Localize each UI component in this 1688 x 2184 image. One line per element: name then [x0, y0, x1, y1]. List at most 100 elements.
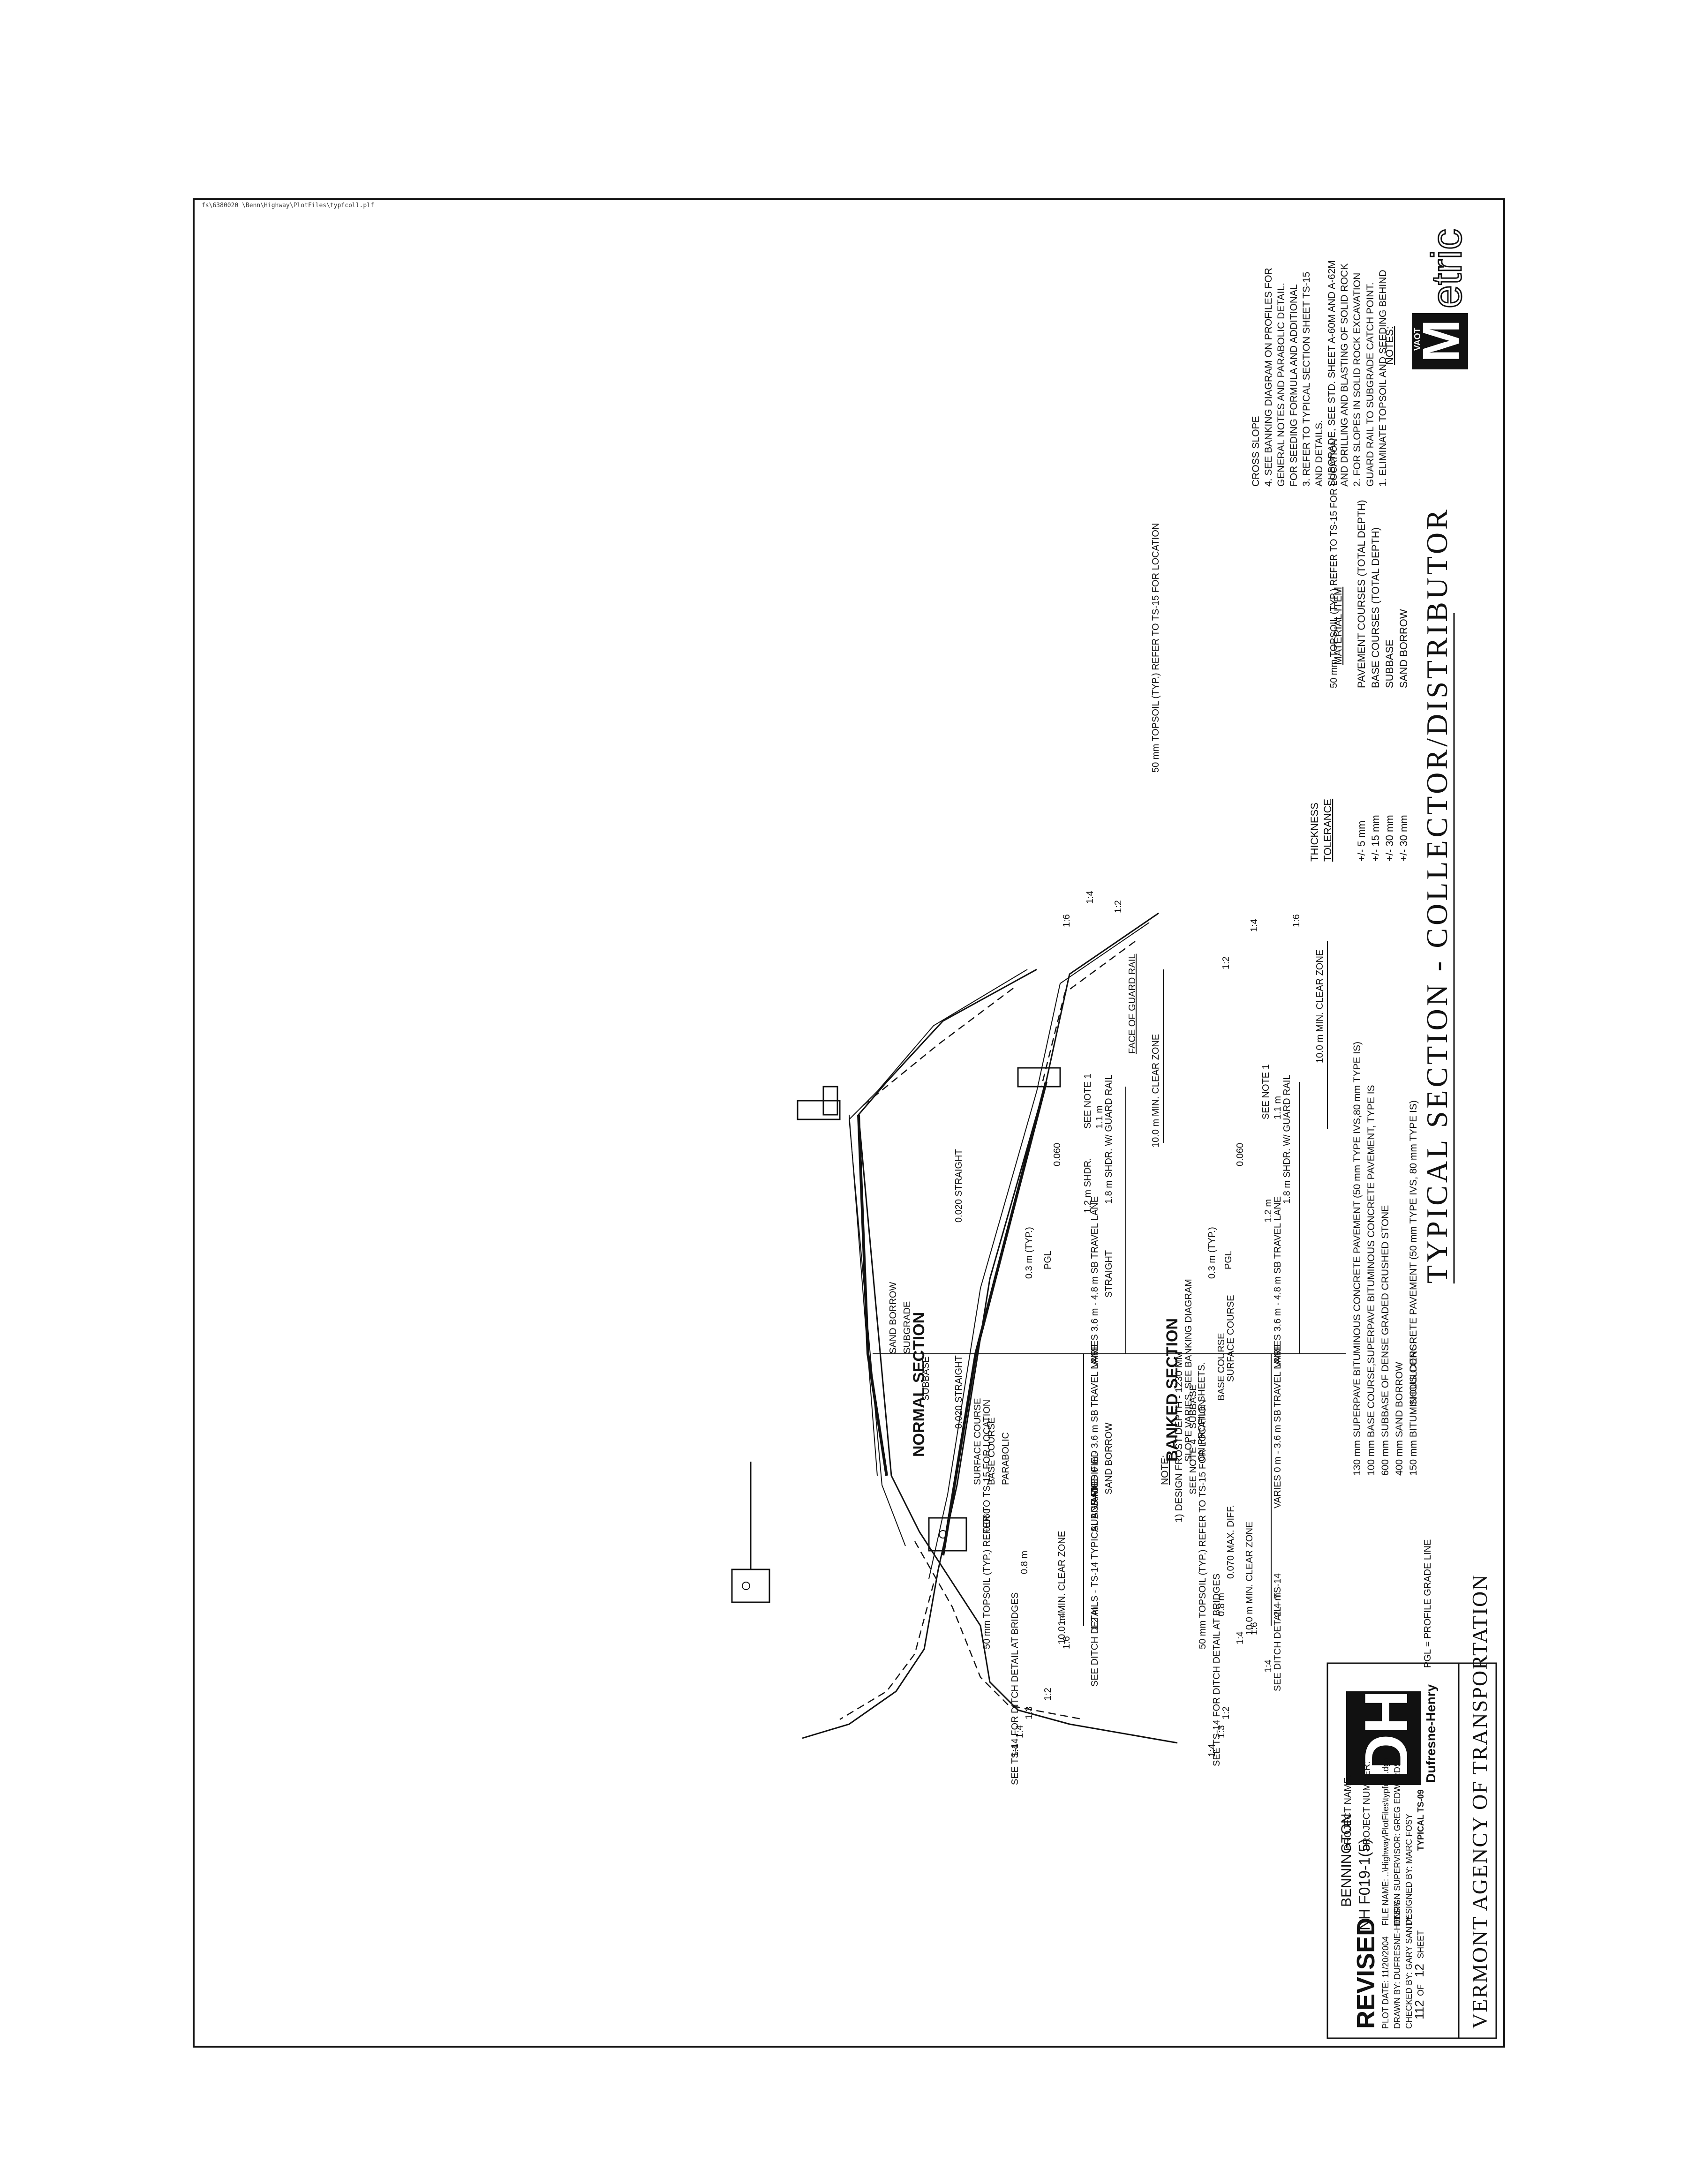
- banked-ditch: SEE DITCH DETAIL - TS-14: [1273, 1573, 1283, 1691]
- normal-lane-sb1: VARIES 3.6 m - 4.8 m SB TRAVEL LANE: [1090, 1196, 1100, 1368]
- banked-right-post: [928, 1517, 967, 1552]
- normal-shdr-12: 1.2 m SHDR.: [1083, 1158, 1093, 1213]
- banked-surface: SURFACE COURSE: [1226, 1295, 1236, 1382]
- pavement-row: 130 mm SUPERPAVE BITUMINOUS CONCRETE PAV…: [1352, 1042, 1363, 1476]
- banked-see-ts14: SEE TS-14 FOR DITCH DETAIL AT BRIDGES: [1212, 1574, 1222, 1766]
- normal-slope-060-left: 0.060: [1052, 1143, 1063, 1166]
- normal-sand: SAND BORROW: [888, 1282, 898, 1354]
- normal-see-note-1: SEE NOTE 1: [1083, 1073, 1093, 1129]
- metric-logo-word: etric: [1424, 229, 1470, 308]
- title-block-border: [1326, 1662, 1497, 2039]
- metric-logo: M VAOT etric: [1412, 228, 1471, 369]
- notes-line: 1. ELIMINATE TOPSOIL AND SEEDING BEHIND: [1378, 270, 1388, 487]
- notes-line: 4. SEE BANKING DIAGRAM ON PROFILES FOR: [1263, 268, 1274, 487]
- banked-guard-rail-post: [1017, 1067, 1061, 1088]
- normal-face-guard-rail: FACE OF GUARD RAIL: [1127, 954, 1138, 1054]
- project-name-label: PROJECT NAME:: [1343, 1775, 1353, 1851]
- normal-slope-label: 1:6: [1062, 1636, 1072, 1649]
- normal-subgrade: SUBGRADE: [902, 1301, 912, 1354]
- banked-slope-060: 0.060: [1235, 1143, 1245, 1166]
- sheet-label: SHEET: [1416, 1930, 1425, 1959]
- notes-line: FOR SEEDING FORMULA AND ADDITIONAL: [1289, 284, 1299, 487]
- banked-subgrade-line: [928, 922, 1150, 1579]
- materials-row-tol: +/- 5 mm: [1356, 821, 1367, 862]
- banked-straight: STRAIGHT: [1104, 1250, 1114, 1298]
- banked-finished-grade: [802, 912, 1159, 1739]
- banked-pgl: PGL: [1223, 1251, 1234, 1269]
- normal-base: BASE COURSE: [987, 1418, 997, 1485]
- drawing-sheet-border: [193, 198, 1505, 2048]
- normal-shdr-guard: 1.8 m SHDR. W/ GUARD RAIL: [1104, 1074, 1114, 1204]
- banked-pavement-left: [974, 1081, 1047, 1354]
- note-text: 1) DESIGN FROST DEPTH - 1230 MM: [1174, 1351, 1184, 1523]
- normal-topsoil-left: [863, 988, 1014, 1106]
- sheet-number: 12: [1412, 1964, 1426, 1977]
- banked-see-note-1: SEE NOTE 1: [1261, 1064, 1271, 1119]
- normal-guard-rail-block: [822, 1086, 838, 1116]
- normal-right-post-dot: [742, 1582, 750, 1590]
- pavement-row: 600 mm SUBBASE OF DENSE GRADED CRUSHED S…: [1380, 1205, 1391, 1476]
- materials-header-tol-2: TOLERANCE: [1322, 799, 1334, 862]
- normal-right-post: [731, 1569, 770, 1603]
- banked-clear-zone-left: 10.0 m MIN. CLEAR ZONE: [1315, 950, 1325, 1063]
- metric-logo-letter: M: [1412, 319, 1470, 362]
- pavement-row: 400 mm SAND BORROW: [1394, 1362, 1405, 1476]
- banked-topsoil-left: [1040, 940, 1136, 1087]
- banked-subgrade: SUBGRADE: [1090, 1479, 1100, 1532]
- metric-logo-block: [1412, 313, 1468, 369]
- notes-line: GENERAL NOTES AND PARABOLIC DETAIL.: [1276, 283, 1287, 487]
- notes-line: CROSS SLOPE: [1251, 416, 1261, 487]
- pavement-spec: 130 mm SUPERPAVE BITUMINOUS CONCRETE PAV…: [1160, 1042, 1419, 1523]
- normal-clear-zone-right: 10.0 m MIN. CLEAR ZONE: [1057, 1531, 1067, 1644]
- revised-stamp: REVISED: [1352, 1918, 1380, 2029]
- banked-sand: SAND BORROW: [1104, 1423, 1114, 1494]
- normal-slope-label: 1:4: [1010, 1744, 1020, 1757]
- normal-surface: SURFACE COURSE: [972, 1398, 983, 1485]
- normal-lane-sb2: VARIES 0 m - 3.6 m SB TRAVEL LANE: [1090, 1345, 1100, 1509]
- banked-max-diff: 0.070 MAX. DIFF.: [1226, 1505, 1236, 1579]
- normal-finished-grade: [858, 968, 1178, 1744]
- plot-date: PLOT DATE: 11/20/2004: [1381, 1936, 1390, 2029]
- pavement-row: 100 mm BASE COURSE,SUPERPAVE BITUMINOUS …: [1366, 1085, 1377, 1476]
- normal-pavement-right: [867, 1353, 888, 1476]
- note-title: NOTE:: [1160, 1455, 1170, 1485]
- banked-base: BASE COURSE: [1216, 1333, 1227, 1401]
- banked-topsoil-right: [839, 1583, 934, 1720]
- notes-line: 3. REFER TO TYPICAL SECTION SHEET TS-15: [1301, 272, 1312, 487]
- materials-row-item: BASE COURSES (TOTAL DEPTH): [1370, 527, 1381, 688]
- banked-dim-1-1: 1.1 m: [1273, 1096, 1283, 1119]
- banked-slope-label: 1:6: [1249, 1622, 1259, 1635]
- materials-row-item: SAND BORROW: [1398, 609, 1409, 688]
- materials-row-tol: +/- 30 mm: [1384, 815, 1395, 862]
- banked-topsoil-left: 50 mm TOPSOIL (TYP.) REFER TO TS-15 FOR …: [1329, 439, 1339, 688]
- normal-subgrade-line: [848, 969, 1028, 1546]
- banked-clear-zone-right: 10.0 m MIN. CLEAR ZONE: [1244, 1522, 1255, 1635]
- normal-dim-1-1: 1.1 m: [1094, 1105, 1105, 1129]
- firm-logo: DH: [1352, 1690, 1420, 1778]
- banked-section-sub2: ON PROFILE SHEETS.: [1197, 1362, 1207, 1462]
- sheet-title-block: TYPICAL TS-09: [1416, 1789, 1425, 1851]
- normal-clear-zone-left: 10.0 m MIN. CLEAR ZONE: [1151, 1034, 1161, 1148]
- design-supervisor: DESIGN SUPERVISOR: GREG EDWARDS: [1393, 1761, 1402, 1926]
- title-block: VERMONT AGENCY OF TRANSPORTATION DH Dufr…: [1326, 1574, 1497, 2039]
- materials-table: MATERIAL ITEM THICKNESS TOLERANCE PAVEME…: [1309, 500, 1409, 862]
- banked-shdr-guard: 1.8 m SHDR. W/ GUARD RAIL: [1282, 1074, 1292, 1204]
- materials-row-item: PAVEMENT COURSES (TOTAL DEPTH): [1356, 500, 1367, 688]
- banked-right-post-dot: [939, 1530, 947, 1539]
- normal-slope-060-right: 0.060: [982, 1509, 992, 1532]
- normal-topsoil-right: 50 mm TOPSOIL (TYP.) REFER TO TS-15 FOR …: [982, 1400, 992, 1649]
- banked-slope-label: 1:2: [1221, 1706, 1231, 1719]
- banked-shdr-12: 1.2 m: [1263, 1199, 1274, 1223]
- materials-header-tol-1: THICKNESS: [1309, 803, 1320, 862]
- materials-row-item: SUBBASE: [1384, 639, 1395, 688]
- banked-slope-label: 1:3: [1216, 1725, 1227, 1738]
- banked-section-caption: BANKED SECTION: [1163, 1318, 1181, 1462]
- normal-section-drawing: 10.0 m MIN. CLEAR ZONE FACE OF GUARD RAI…: [731, 523, 1178, 1785]
- normal-pavement-left: [857, 1114, 869, 1354]
- agency-name: VERMONT AGENCY OF TRANSPORTATION: [1468, 1574, 1492, 2029]
- normal-slope-label: 1:4: [1085, 891, 1095, 904]
- normal-pgl: PGL: [1043, 1251, 1053, 1269]
- sheet-total: 112: [1412, 2000, 1426, 2019]
- project-number-label: PROJECT NUMBER:: [1362, 1761, 1372, 1851]
- rotated-drawing: TYPICAL SECTION - COLLECTOR/DISTRIBUTOR …: [193, 198, 1505, 2048]
